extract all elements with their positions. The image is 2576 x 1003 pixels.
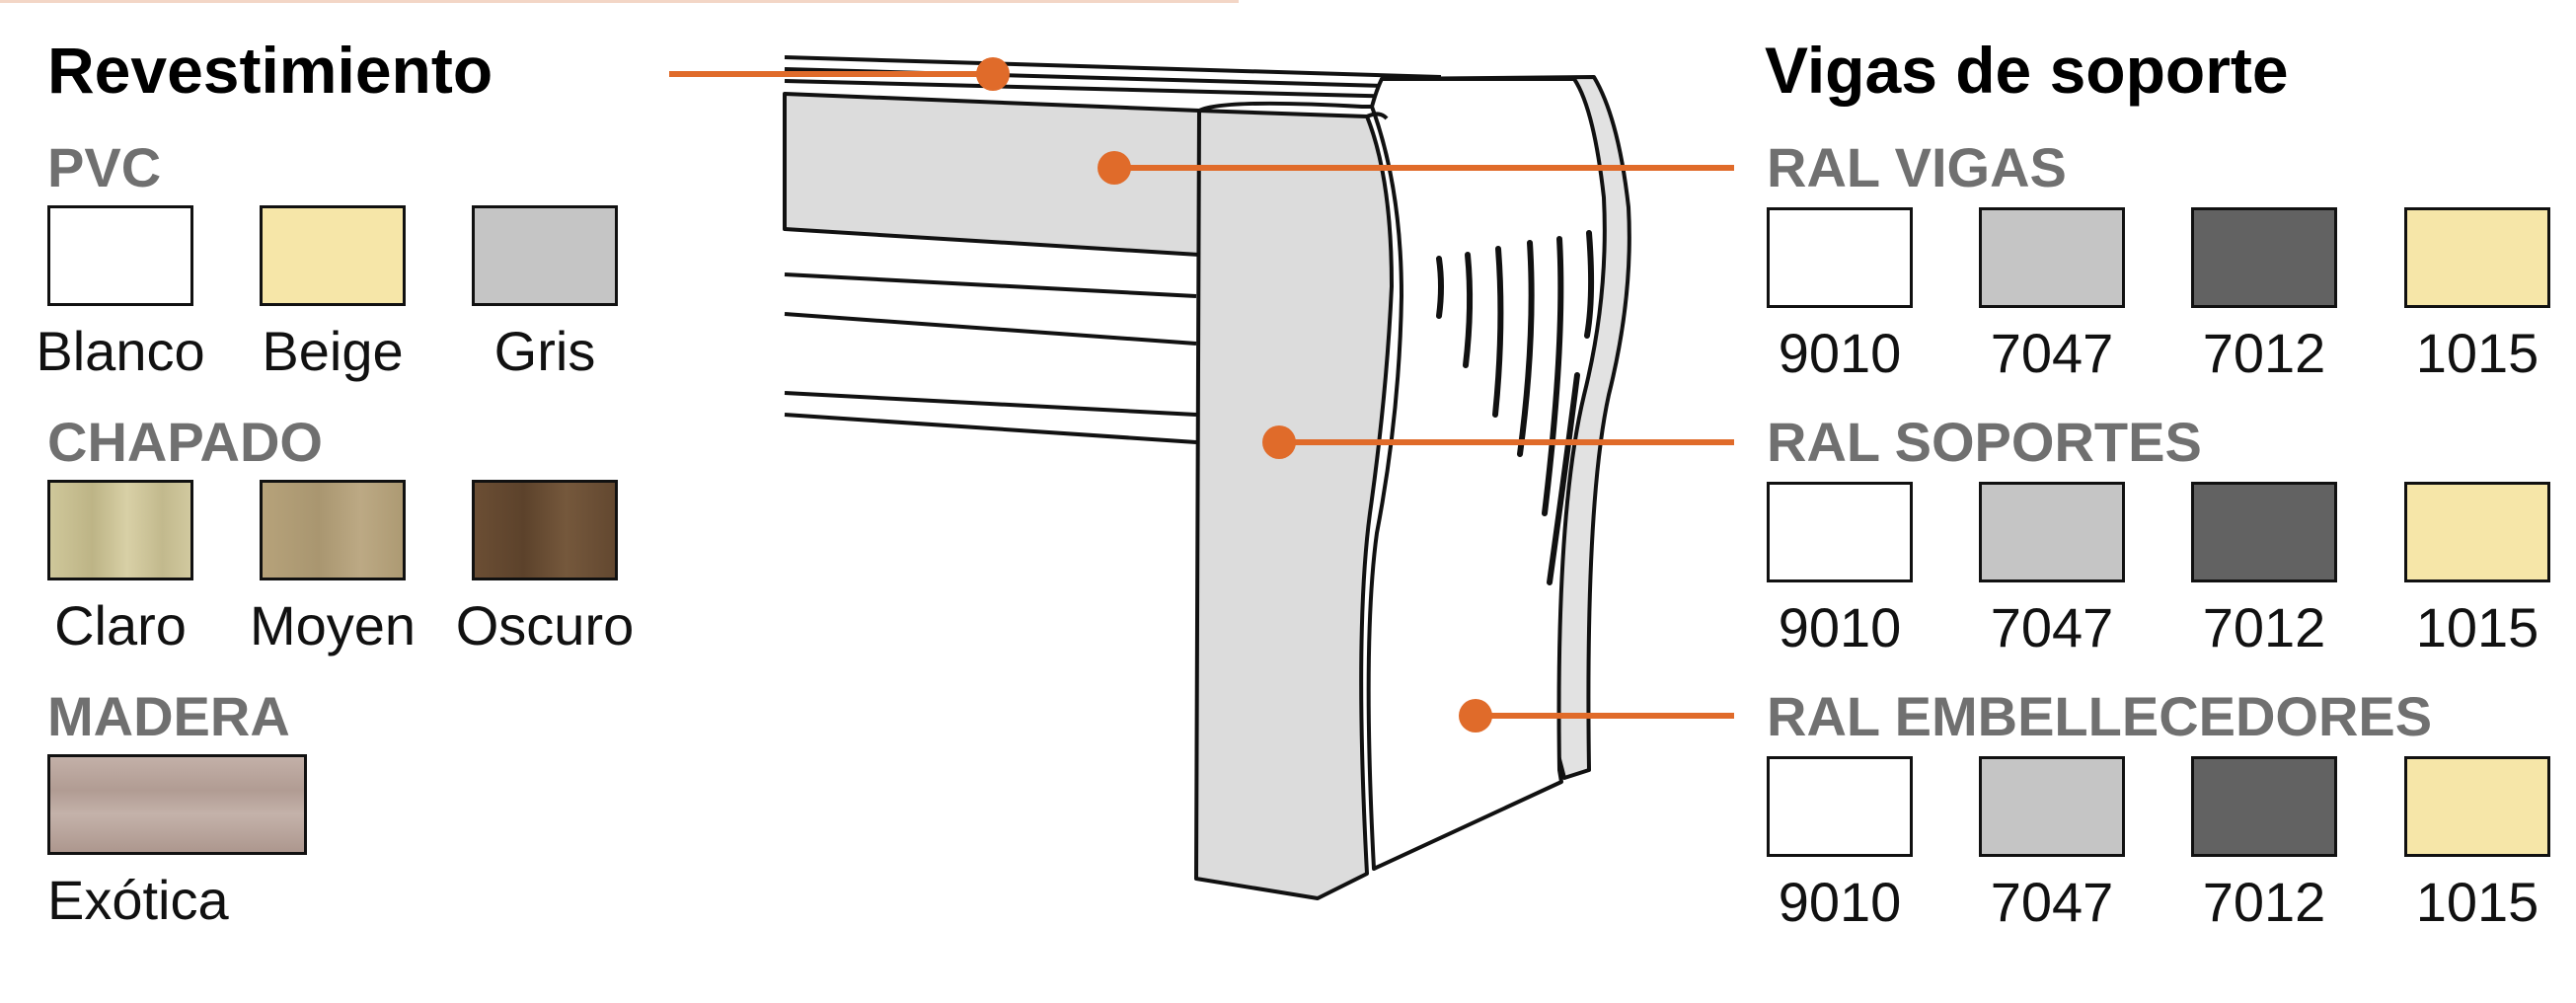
label-soportes-7047: 7047 <box>1990 596 2114 658</box>
label-claro: Claro <box>54 594 187 656</box>
pvc-section-title: PVC <box>47 136 162 198</box>
label-vigas-1015: 1015 <box>2415 322 2539 384</box>
swatch-soportes-9010[interactable] <box>1767 482 1913 582</box>
swatch-soportes-7012[interactable] <box>2191 482 2337 582</box>
swatch-vigas-9010[interactable] <box>1767 207 1913 308</box>
swatch-chapado-oscuro[interactable] <box>472 480 618 580</box>
label-moyen: Moyen <box>249 594 417 656</box>
swatch-pvc-blanco[interactable] <box>47 205 193 306</box>
madera-section-title: MADERA <box>47 685 290 747</box>
swatch-madera-exotica[interactable] <box>47 754 307 855</box>
swatch-pvc-gris[interactable] <box>472 205 618 306</box>
vigas-de-soporte-title: Vigas de soporte <box>1765 34 2289 107</box>
swatch-soportes-1015[interactable] <box>2404 482 2550 582</box>
label-embellecedores-9010: 9010 <box>1778 871 1902 933</box>
chapado-section-title: CHAPADO <box>47 411 323 473</box>
ral-embellecedores-section-title: RAL EMBELLECEDORES <box>1767 685 2433 747</box>
label-gris: Gris <box>493 320 596 382</box>
label-vigas-7012: 7012 <box>2202 322 2326 384</box>
label-vigas-7047: 7047 <box>1990 322 2114 384</box>
swatch-embellecedores-9010[interactable] <box>1767 756 1913 857</box>
swatch-embellecedores-7047[interactable] <box>1979 756 2125 857</box>
swatch-embellecedores-7012[interactable] <box>2191 756 2337 857</box>
top-divider <box>0 0 1239 3</box>
label-beige: Beige <box>262 320 404 382</box>
label-embellecedores-1015: 1015 <box>2415 871 2539 933</box>
label-blanco: Blanco <box>36 320 205 382</box>
revestimiento-title: Revestimiento <box>47 34 493 107</box>
label-soportes-7012: 7012 <box>2202 596 2326 658</box>
swatch-pvc-beige[interactable] <box>260 205 406 306</box>
label-soportes-1015: 1015 <box>2415 596 2539 658</box>
ral-soportes-section-title: RAL SOPORTES <box>1767 411 2202 473</box>
label-oscuro: Oscuro <box>455 594 635 656</box>
swatch-chapado-moyen[interactable] <box>260 480 406 580</box>
swatch-vigas-7012[interactable] <box>2191 207 2337 308</box>
swatch-embellecedores-1015[interactable] <box>2404 756 2550 857</box>
ral-vigas-section-title: RAL VIGAS <box>1767 136 2067 198</box>
swatch-chapado-claro[interactable] <box>47 480 193 580</box>
swatch-vigas-7047[interactable] <box>1979 207 2125 308</box>
label-soportes-9010: 9010 <box>1778 596 1902 658</box>
label-embellecedores-7047: 7047 <box>1990 871 2114 933</box>
label-embellecedores-7012: 7012 <box>2202 871 2326 933</box>
swatch-soportes-7047[interactable] <box>1979 482 2125 582</box>
swatch-vigas-1015[interactable] <box>2404 207 2550 308</box>
label-vigas-9010: 9010 <box>1778 322 1902 384</box>
label-exotica: Exótica <box>47 869 229 931</box>
